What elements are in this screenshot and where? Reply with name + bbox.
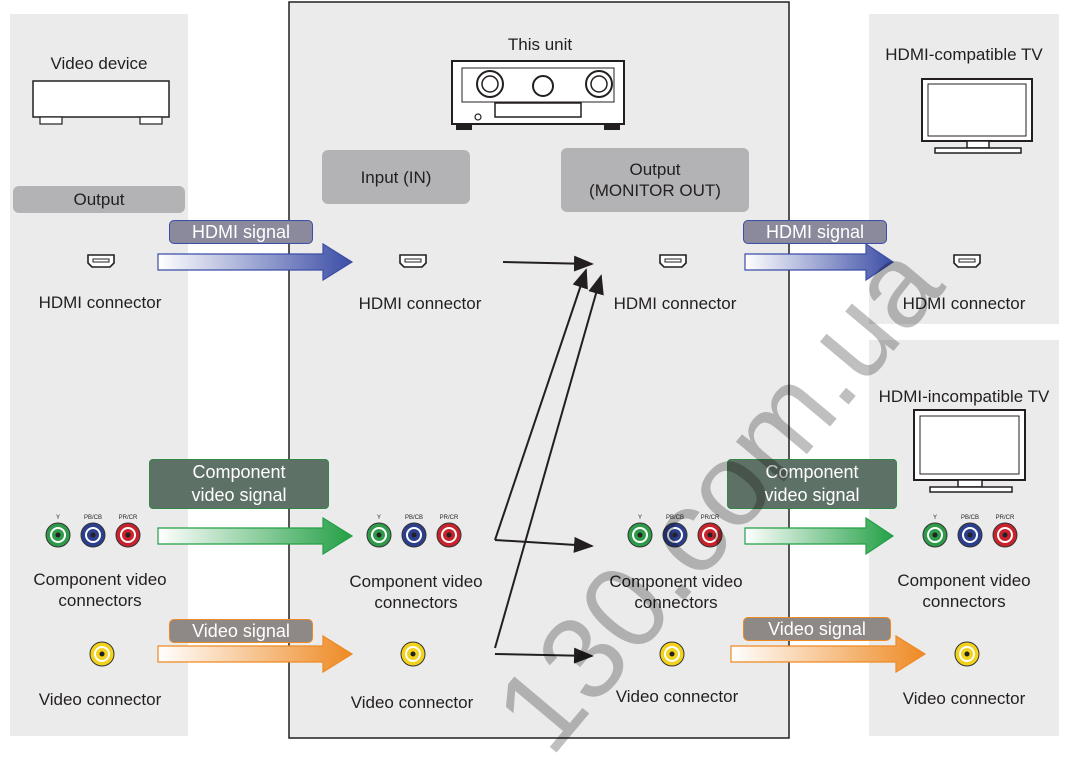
diagram-stage: Y PB/CB PR/CR Y PB/CB PR/CR Y PB/CB PR/C… xyxy=(10,1,1059,776)
video-device-title: Video device xyxy=(50,54,148,73)
svg-text:PB/CB: PB/CB xyxy=(84,515,102,521)
svg-text:PR/CR: PR/CR xyxy=(996,515,1015,521)
hdmi-connector-label: HDMI connector xyxy=(358,294,482,313)
component-jacks-icon xyxy=(922,522,1018,548)
hdmi-port-icon xyxy=(399,254,427,268)
video-device-icon xyxy=(32,80,170,125)
svg-text:PB/CB: PB/CB xyxy=(961,515,979,521)
component-connector-label: Component video connectors xyxy=(349,572,483,612)
hdmi-tv-title: HDMI-compatible TV xyxy=(885,45,1043,64)
jack-captions: Y PB/CB PR/CR Y PB/CB PR/CR Y PB/CB PR/C… xyxy=(56,515,1015,521)
component-signal-label: Component video signal xyxy=(149,459,329,509)
svg-text:PR/CR: PR/CR xyxy=(119,515,138,521)
component-connector-label: Component video connectors xyxy=(33,570,167,610)
svg-text:PB/CB: PB/CB xyxy=(405,515,423,521)
hdmi-connector-label: HDMI connector xyxy=(902,294,1026,313)
component-signal-arrow xyxy=(744,516,895,556)
diagram-graphics: Y PB/CB PR/CR Y PB/CB PR/CR Y PB/CB PR/C… xyxy=(10,1,1059,739)
hdmi-tv-icon xyxy=(921,78,1033,154)
hdmi-connector-label: HDMI connector xyxy=(38,293,162,312)
component-jacks-icon xyxy=(45,522,141,548)
non-hdmi-tv-title: HDMI-incompatible TV xyxy=(878,387,1050,406)
hdmi-port-icon xyxy=(659,254,687,268)
hdmi-port-icon xyxy=(953,254,981,268)
hdmi-tv-panel xyxy=(869,14,1059,324)
component-jacks-icon xyxy=(366,522,462,548)
routing-arrows xyxy=(494,255,604,664)
this-unit-title: This unit xyxy=(507,35,573,54)
non-hdmi-tv-icon xyxy=(913,409,1026,493)
av-receiver-icon xyxy=(451,60,625,130)
video-signal-arrow xyxy=(730,634,927,674)
svg-text:Y: Y xyxy=(56,515,60,521)
video-connector-label: Video connector xyxy=(350,693,474,712)
video-device-panel xyxy=(10,14,188,736)
video-connector-label: Video connector xyxy=(902,689,1026,708)
output-label: Output xyxy=(13,186,185,213)
component-connector-label: Component video connectors xyxy=(897,571,1031,611)
hdmi-connector-label: HDMI connector xyxy=(613,294,737,313)
video-signal-arrow xyxy=(157,634,354,674)
component-signal-arrow xyxy=(157,516,354,556)
component-signal-label: Component video signal xyxy=(727,459,897,509)
video-signal-label: Video signal xyxy=(743,617,891,641)
svg-text:PR/CR: PR/CR xyxy=(440,515,459,521)
video-connector-label: Video connector xyxy=(615,687,739,706)
input-label: Input (IN) xyxy=(322,150,470,204)
video-jack-icon xyxy=(89,641,115,667)
video-signal-label: Video signal xyxy=(169,619,313,643)
svg-text:Y: Y xyxy=(377,515,381,521)
hdmi-signal-label: HDMI signal xyxy=(743,220,887,244)
svg-text:Y: Y xyxy=(933,515,937,521)
hdmi-signal-label: HDMI signal xyxy=(169,220,313,244)
svg-text:PR/CR: PR/CR xyxy=(701,515,720,521)
video-jack-icon xyxy=(954,641,980,667)
hdmi-signal-arrow xyxy=(157,242,354,282)
hdmi-port-icon xyxy=(87,254,115,268)
component-connector-label: Component video connectors xyxy=(609,572,743,612)
video-connector-label: Video connector xyxy=(38,690,162,709)
svg-text:PB/CB: PB/CB xyxy=(666,515,684,521)
video-jack-icon xyxy=(400,641,426,667)
svg-text:Y: Y xyxy=(638,515,642,521)
monitor-out-label: Output (MONITOR OUT) xyxy=(561,148,749,212)
hdmi-signal-arrow xyxy=(744,242,895,282)
